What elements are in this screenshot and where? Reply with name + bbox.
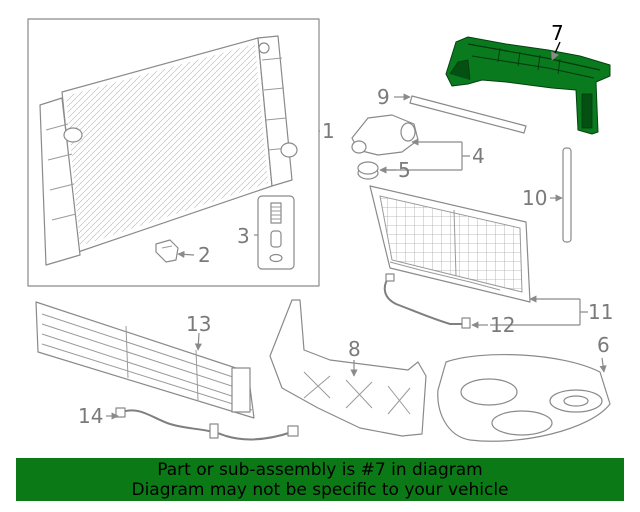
radiator-left-tank: [39, 97, 81, 266]
callout-14: 14: [78, 404, 103, 428]
radiator-fins: [66, 44, 268, 246]
part-8-lower-tie-bar: [269, 299, 427, 437]
part-11-grille-panel: [369, 185, 531, 303]
part-4-housing: [351, 114, 419, 156]
part-3-set: [257, 195, 295, 270]
callout-10: 10: [522, 186, 547, 210]
callout-6: 6: [597, 333, 610, 357]
callout-13: 13: [186, 312, 211, 336]
callout-4: 4: [472, 144, 485, 168]
radiator-inlet: [63, 127, 83, 143]
callout-1: 1: [322, 119, 335, 143]
part-5-cap: [357, 161, 379, 180]
callout-2: 2: [198, 243, 211, 267]
callout-11: 11: [588, 300, 613, 324]
notice-banner: Part or sub-assembly is #7 in diagram Di…: [16, 458, 624, 501]
banner-line-1: Part or sub-assembly is #7 in diagram: [157, 460, 483, 480]
banner-line-2: Diagram may not be specific to your vehi…: [131, 480, 509, 500]
callout-7: 7: [551, 21, 564, 45]
leader-lines: [106, 41, 607, 420]
callout-9: 9: [377, 85, 390, 109]
callouts: 1 2 3 4 5 6 7 8 9 10 11 12 13 14: [78, 21, 613, 428]
part-13-shutter: [35, 301, 255, 419]
part-7-upper-tie-bar: [445, 36, 611, 135]
part-6-baffle: [437, 353, 611, 442]
callout-5: 5: [398, 158, 411, 182]
part-12-harness: [383, 273, 471, 329]
part-10-seal: [562, 147, 572, 243]
callout-3: 3: [237, 224, 250, 248]
callout-8: 8: [348, 337, 361, 361]
part-2-bracket: [155, 239, 179, 263]
part-9-seal-strip: [409, 95, 527, 134]
part-14-harness: [115, 407, 299, 441]
radiator-assembly: [27, 18, 320, 287]
radiator-outlet: [280, 142, 298, 158]
callout-12: 12: [490, 313, 515, 337]
